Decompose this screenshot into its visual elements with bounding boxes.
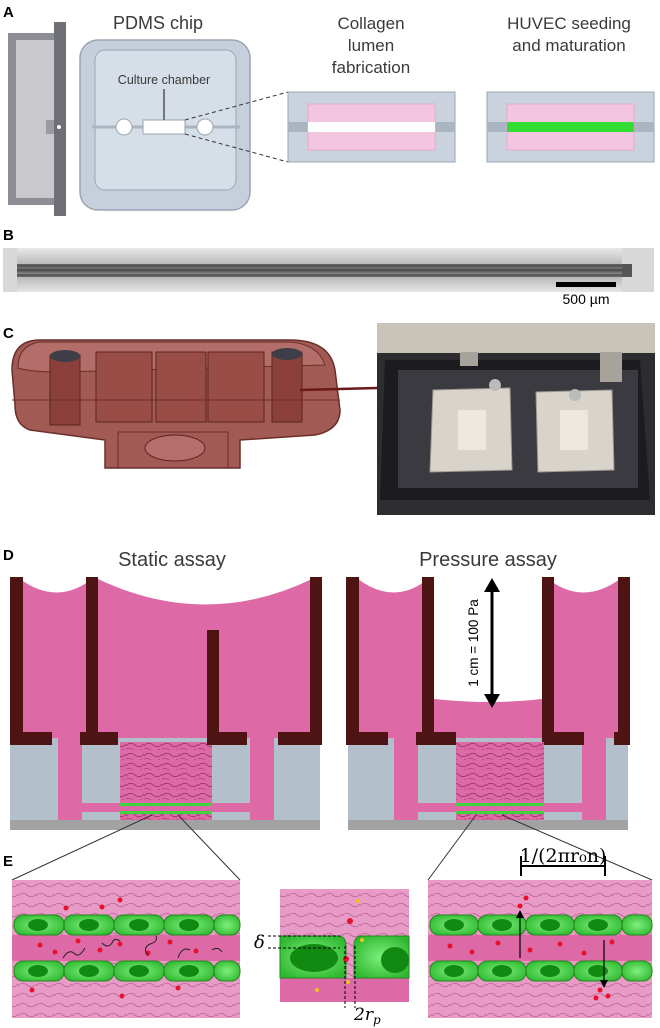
step1-line2: lumen	[348, 36, 394, 55]
cell-spacing-bracket	[520, 856, 606, 876]
pressure-assay-title: Pressure assay	[419, 549, 557, 571]
static-zoom-diagram	[12, 880, 241, 1018]
scale-bar-label: 500 µm	[563, 291, 610, 307]
culture-chamber-label: Culture chamber	[118, 73, 210, 87]
step2-line1: HUVEC seeding	[507, 14, 631, 33]
step1-line1: Collagen	[337, 14, 404, 33]
zoom-line-top	[184, 91, 289, 121]
zoom-line-e-left-b	[177, 814, 241, 881]
chip-side-view	[8, 22, 66, 216]
zoom-line-bottom	[184, 133, 289, 163]
zoom-line-e-right-a	[427, 814, 477, 881]
pressure-zoom-diagram	[428, 880, 653, 1018]
panel-letter-c: C	[3, 325, 14, 342]
static-assay-diagram	[10, 577, 322, 830]
panel-letter-a: A	[3, 4, 14, 21]
scale-bar	[556, 282, 616, 287]
cell-spacing-label: 1/(2πr₀n)	[520, 845, 607, 867]
huvec-seeding-box	[486, 91, 655, 163]
pdms-chip-label: PDMS chip	[113, 13, 203, 33]
pore-zoom-diagram	[268, 889, 410, 1008]
panel-letter-b: B	[3, 227, 14, 244]
device-photo	[377, 323, 655, 515]
pdms-chip-top-view	[79, 39, 251, 211]
microscopy-image	[3, 248, 654, 292]
pressure-assay-diagram	[346, 577, 630, 830]
zoom-line-e-left-a	[11, 814, 153, 881]
pressure-scale-label: 1 cm = 100 Pa	[466, 599, 481, 687]
pore-diameter-label: 2rp	[353, 1005, 381, 1027]
step1-line3: fabrication	[332, 58, 410, 77]
panel-letter-e: E	[3, 853, 13, 870]
panel-letter-d: D	[3, 547, 14, 564]
delta-label: δ	[254, 932, 265, 953]
pressure-scale-arrow	[484, 578, 500, 708]
static-assay-title: Static assay	[118, 549, 226, 571]
collagen-lumen-box	[287, 91, 456, 163]
step2-line2: and maturation	[512, 36, 625, 55]
reservoir-3d-render	[11, 339, 341, 469]
zoom-line-e-right-b	[501, 814, 653, 881]
